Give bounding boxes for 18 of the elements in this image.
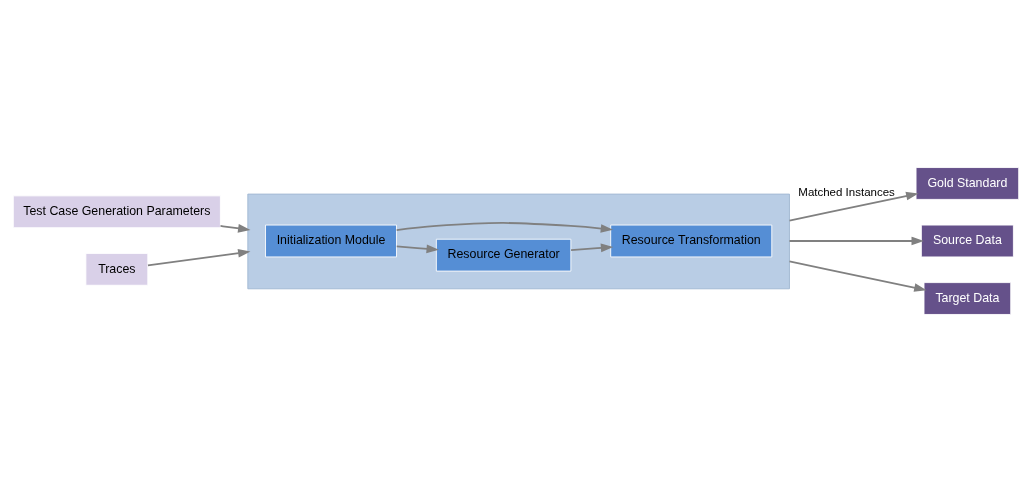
- node-box: Resource Transformation: [609, 224, 772, 258]
- arrow: [788, 260, 927, 292]
- node-box: Gold Standard: [915, 167, 1019, 200]
- arrow: [788, 191, 918, 222]
- node-box: Resource Generator: [435, 238, 571, 272]
- node-box: Source Data: [920, 224, 1014, 258]
- node-box: Test Case Generation Parameters: [12, 195, 221, 229]
- node-box: Initialization Module: [264, 224, 397, 258]
- cluster: [246, 193, 790, 290]
- edge-label: Matched Instances: [797, 186, 895, 199]
- arrow: [788, 236, 924, 246]
- arrow: [569, 243, 613, 253]
- arrow: [395, 222, 613, 233]
- node-box: Target Data: [923, 282, 1011, 315]
- arrow: [219, 224, 250, 233]
- arrow: [146, 248, 250, 267]
- arrow: [395, 244, 439, 254]
- node-box: Traces: [84, 252, 148, 286]
